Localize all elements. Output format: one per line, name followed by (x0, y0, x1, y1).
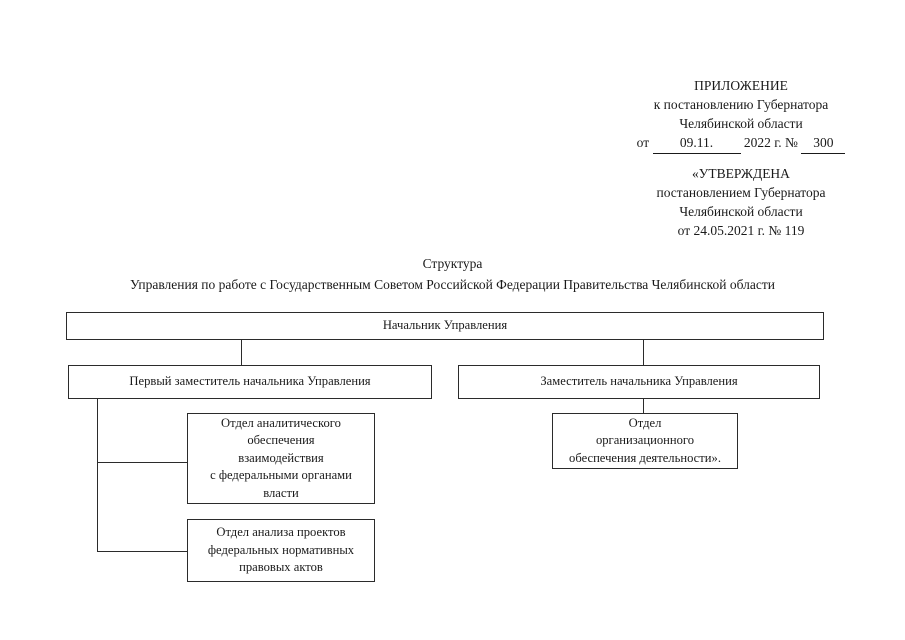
org-node-first-deputy-label: Первый заместитель начальника Управления (129, 374, 371, 389)
approved-header-block: «УТВЕРЖДЕНА постановлением Губернатора Ч… (612, 164, 870, 240)
appendix-number-value: 300 (801, 133, 846, 154)
appendix-date-value: 09.11. (652, 133, 741, 154)
org-node-deputy-label: Заместитель начальника Управления (540, 374, 738, 389)
org-node-dept-analytical: Отдел аналитического обеспечения взаимод… (187, 413, 375, 504)
connector-head-to-first-deputy (241, 340, 242, 365)
connector-branch-to-dept-analytical (97, 462, 187, 463)
appendix-date-prefix: от (636, 135, 650, 150)
appendix-year-text: 2022 г. № (743, 135, 798, 150)
org-node-dept-legal: Отдел анализа проектов федеральных норма… (187, 519, 375, 582)
appendix-date-line: от 09.11. 2022 г. № 300 (612, 133, 870, 154)
page-title: Структура Управления по работе с Государ… (0, 253, 905, 295)
connector-branch-to-dept-legal (97, 551, 187, 552)
connector-head-to-deputy (643, 340, 644, 365)
org-node-dept-org: Отдел организационного обеспечения деяте… (552, 413, 738, 469)
page-title-line-1: Структура (422, 256, 483, 271)
org-node-head: Начальник Управления (66, 312, 824, 340)
approved-line-4: от 24.05.2021 г. № 119 (677, 223, 805, 238)
org-node-dept-analytical-label: Отдел аналитического обеспечения взаимод… (210, 415, 352, 500)
page-title-line-2: Управления по работе с Государственным С… (129, 277, 776, 292)
connector-first-deputy-spine (97, 399, 98, 552)
appendix-header-block: ПРИЛОЖЕНИЕ к постановлению Губернатора Ч… (612, 76, 870, 154)
appendix-line-2: к постановлению Губернатора (653, 97, 829, 112)
appendix-title: ПРИЛОЖЕНИЕ (694, 78, 788, 93)
approved-title: «УТВЕРЖДЕНА (692, 166, 790, 181)
org-node-first-deputy: Первый заместитель начальника Управления (68, 365, 432, 399)
appendix-line-3: Челябинской области (679, 116, 803, 131)
org-node-dept-legal-label: Отдел анализа проектов федеральных норма… (207, 525, 355, 575)
connector-deputy-to-dept-org (643, 399, 644, 413)
org-node-dept-org-label: Отдел организационного обеспечения деяте… (569, 415, 721, 465)
approved-line-3: Челябинской области (679, 204, 803, 219)
approved-line-2: постановлением Губернатора (656, 185, 826, 200)
org-node-head-label: Начальник Управления (382, 318, 508, 333)
org-node-deputy: Заместитель начальника Управления (458, 365, 820, 399)
